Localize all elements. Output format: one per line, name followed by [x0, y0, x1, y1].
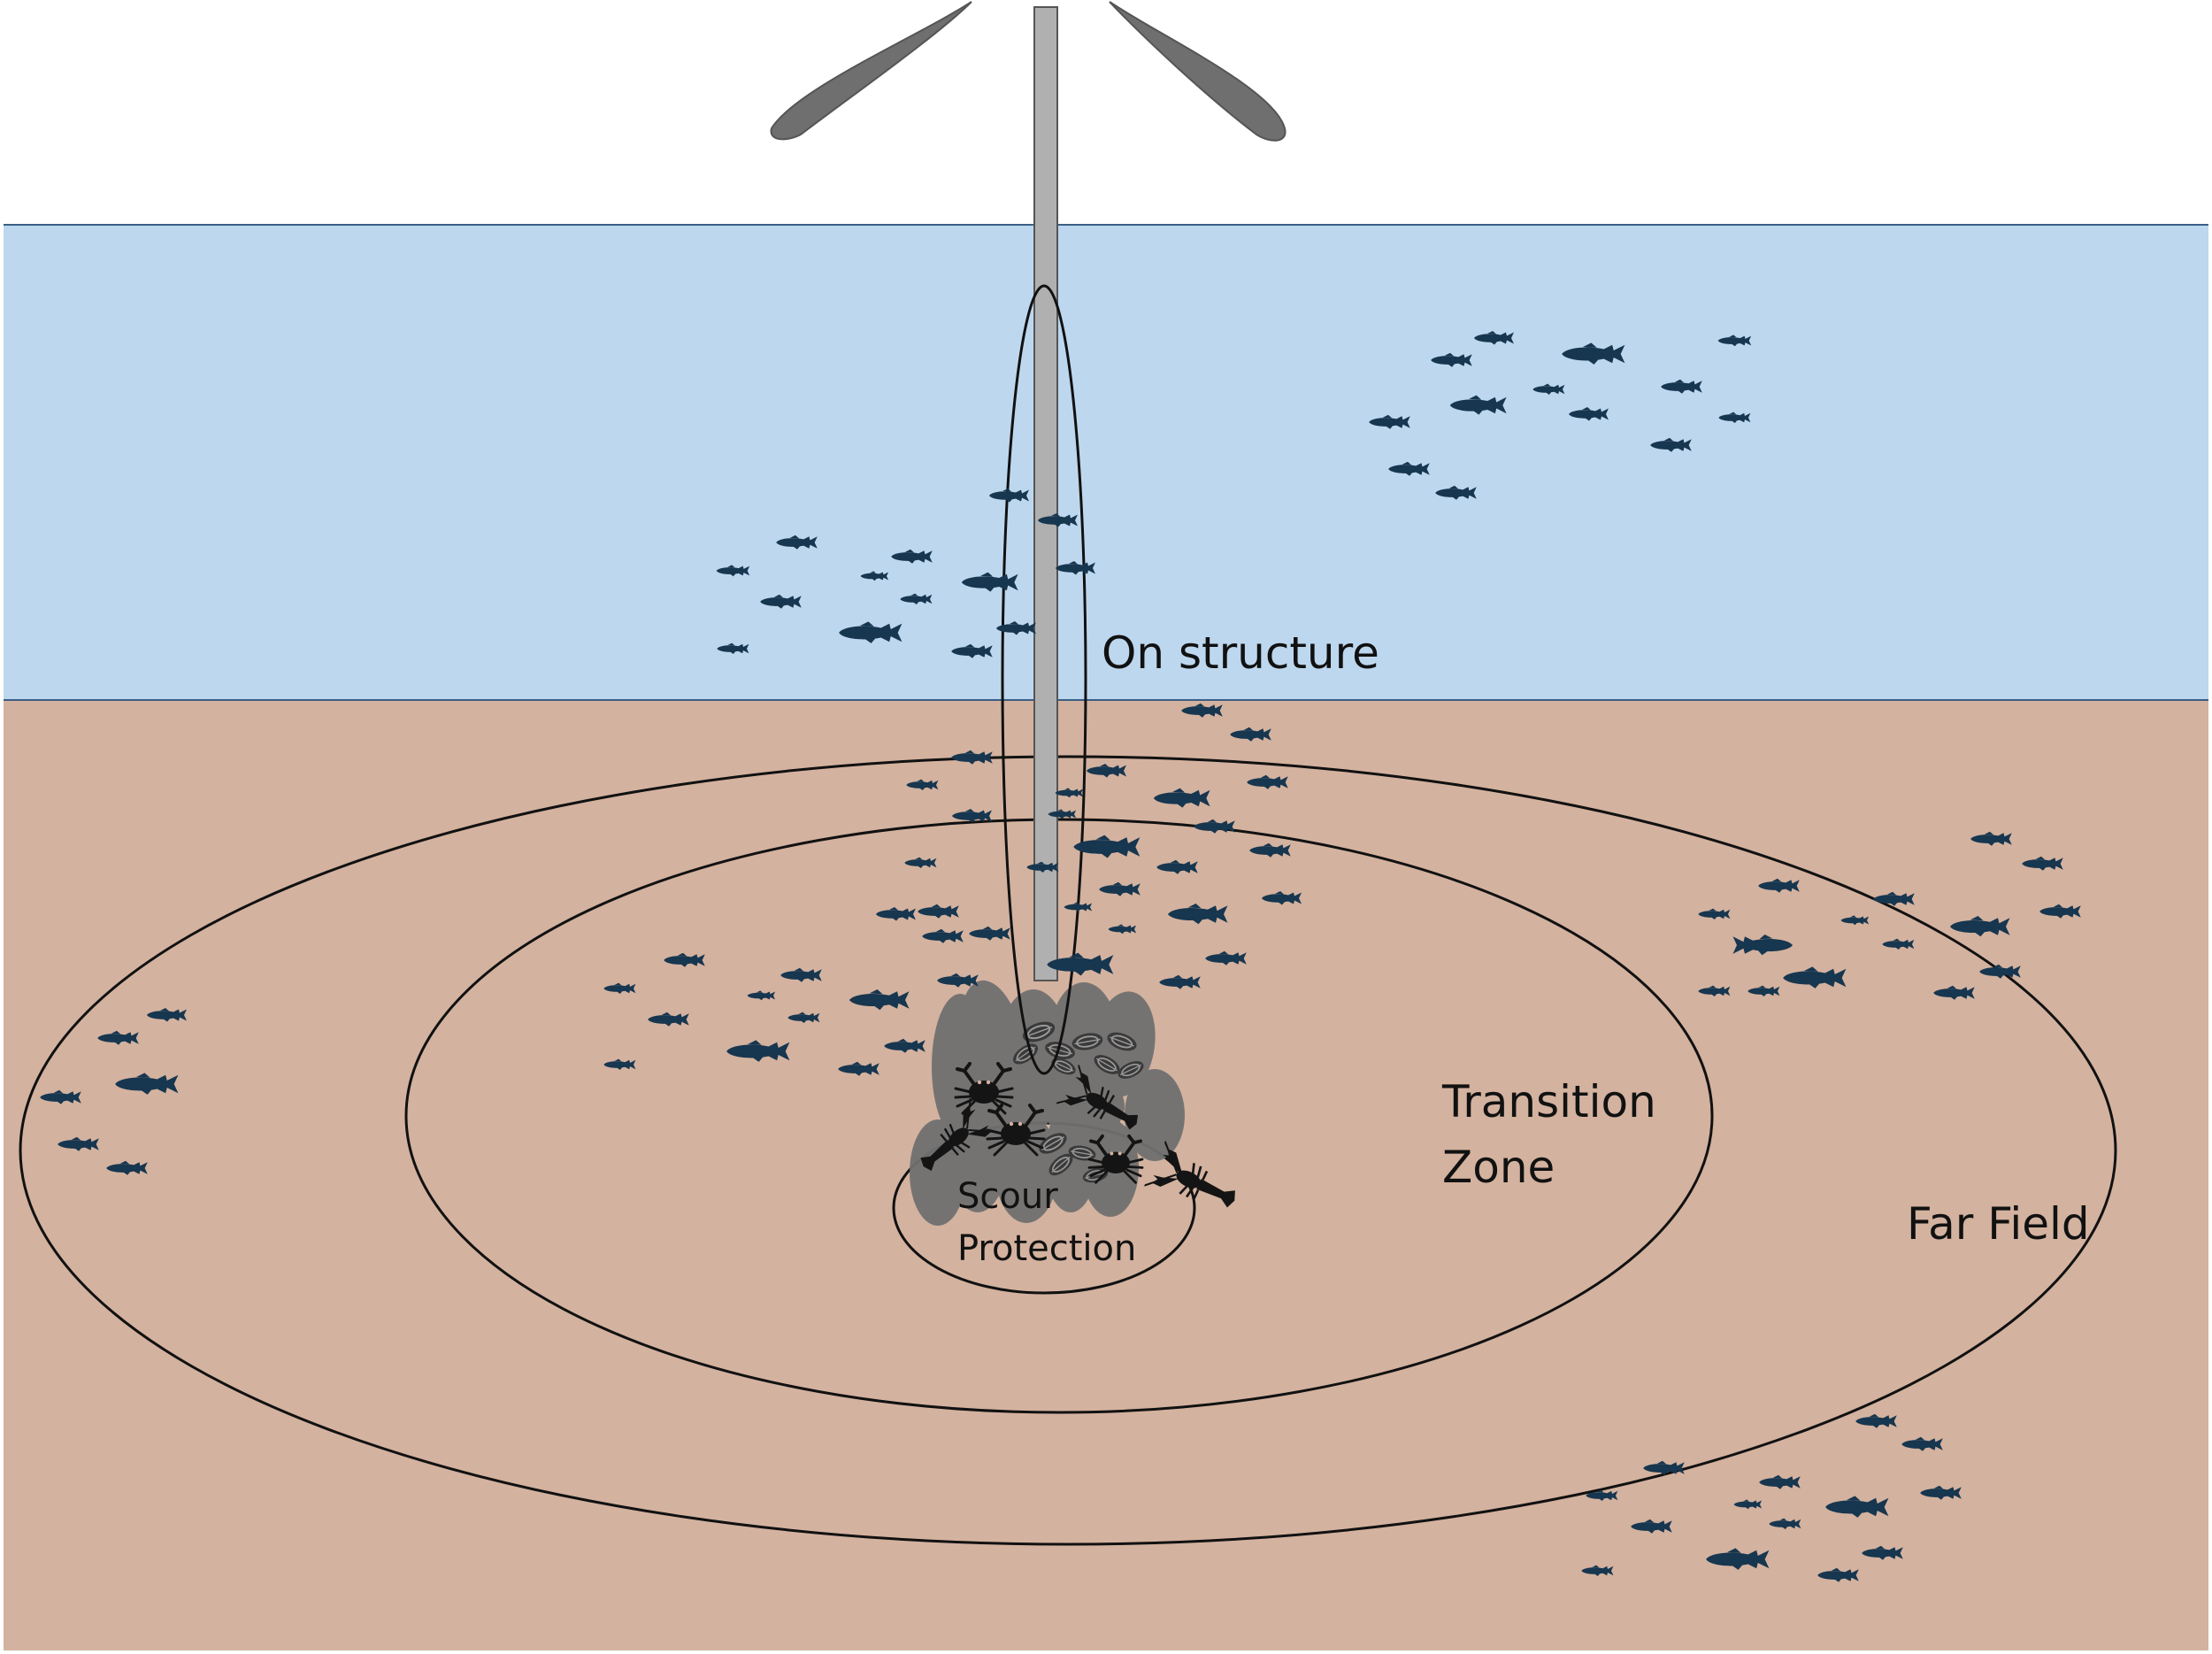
on-structure-label: On structure — [1102, 627, 1379, 679]
scour-rock-icon — [1125, 1069, 1185, 1161]
turbine-blade-right — [1109, 1, 1286, 142]
on-structure-ring — [1001, 284, 1087, 1075]
turbine-blades — [770, 1, 1286, 142]
far-field-label: Far Field — [1907, 1198, 2090, 1250]
transition-zone-label-line2: Zone — [1442, 1142, 1555, 1193]
far-field-ring — [19, 755, 2117, 1546]
scour-protection-label-line1: Scour — [957, 1176, 1058, 1217]
water-column — [4, 225, 2208, 700]
sky — [0, 0, 2212, 225]
transition-zone-ring — [404, 818, 1714, 1414]
scour-rock-icon — [1043, 1073, 1125, 1140]
scour-protection-label-line2: Protection — [957, 1228, 1136, 1269]
turbine-tower — [1033, 6, 1058, 981]
turbine-blade-left — [770, 1, 972, 141]
transition-zone-label-line1: Transition — [1441, 1076, 1656, 1127]
